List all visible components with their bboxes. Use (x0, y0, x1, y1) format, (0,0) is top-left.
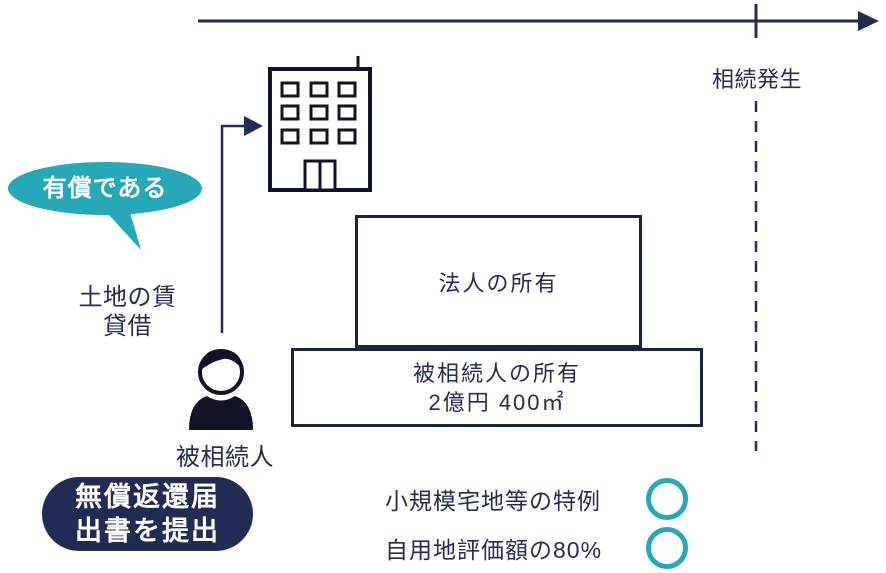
inheritance-event-label: 相続発生 (711, 67, 802, 92)
lease-arrow (220, 116, 263, 333)
arrow-right-icon (858, 11, 879, 31)
building-icon (268, 56, 372, 192)
land-lease-label: 土地の賃 貸借 (55, 283, 200, 341)
free-return-notice-line1: 無償返還届 (75, 482, 220, 512)
arrow-right-icon (244, 116, 263, 136)
timeline-arrow (198, 11, 879, 31)
decedent-ownership-line2: 2億円 400㎡ (428, 389, 566, 415)
decedent-ownership-line1: 被相続人の所有 (412, 360, 581, 386)
decedent-label: 被相続人 (176, 444, 274, 471)
owner-use-valuation-label: 自用地評価額の80% (385, 537, 603, 563)
small-plot-special-label: 小規模宅地等の特例 (385, 488, 601, 514)
ok-circle-icon (646, 478, 688, 520)
decedent-ownership-box: 被相続人の所有 2億円 400㎡ (291, 348, 703, 427)
ok-circle-icon (646, 527, 688, 569)
free-return-notice-line2: 出書を提出 (75, 516, 220, 546)
corporate-ownership-box: 法人の所有 (355, 215, 642, 348)
person-icon (189, 349, 253, 430)
land-lease-label-line2: 貸借 (103, 313, 152, 340)
corporate-ownership-label: 法人の所有 (438, 270, 559, 296)
free-return-notice-pill: 無償返還届 出書を提出 (42, 477, 253, 551)
speech-bubble: 有償である (8, 162, 202, 215)
land-lease-label-line1: 土地の賃 (78, 284, 177, 311)
